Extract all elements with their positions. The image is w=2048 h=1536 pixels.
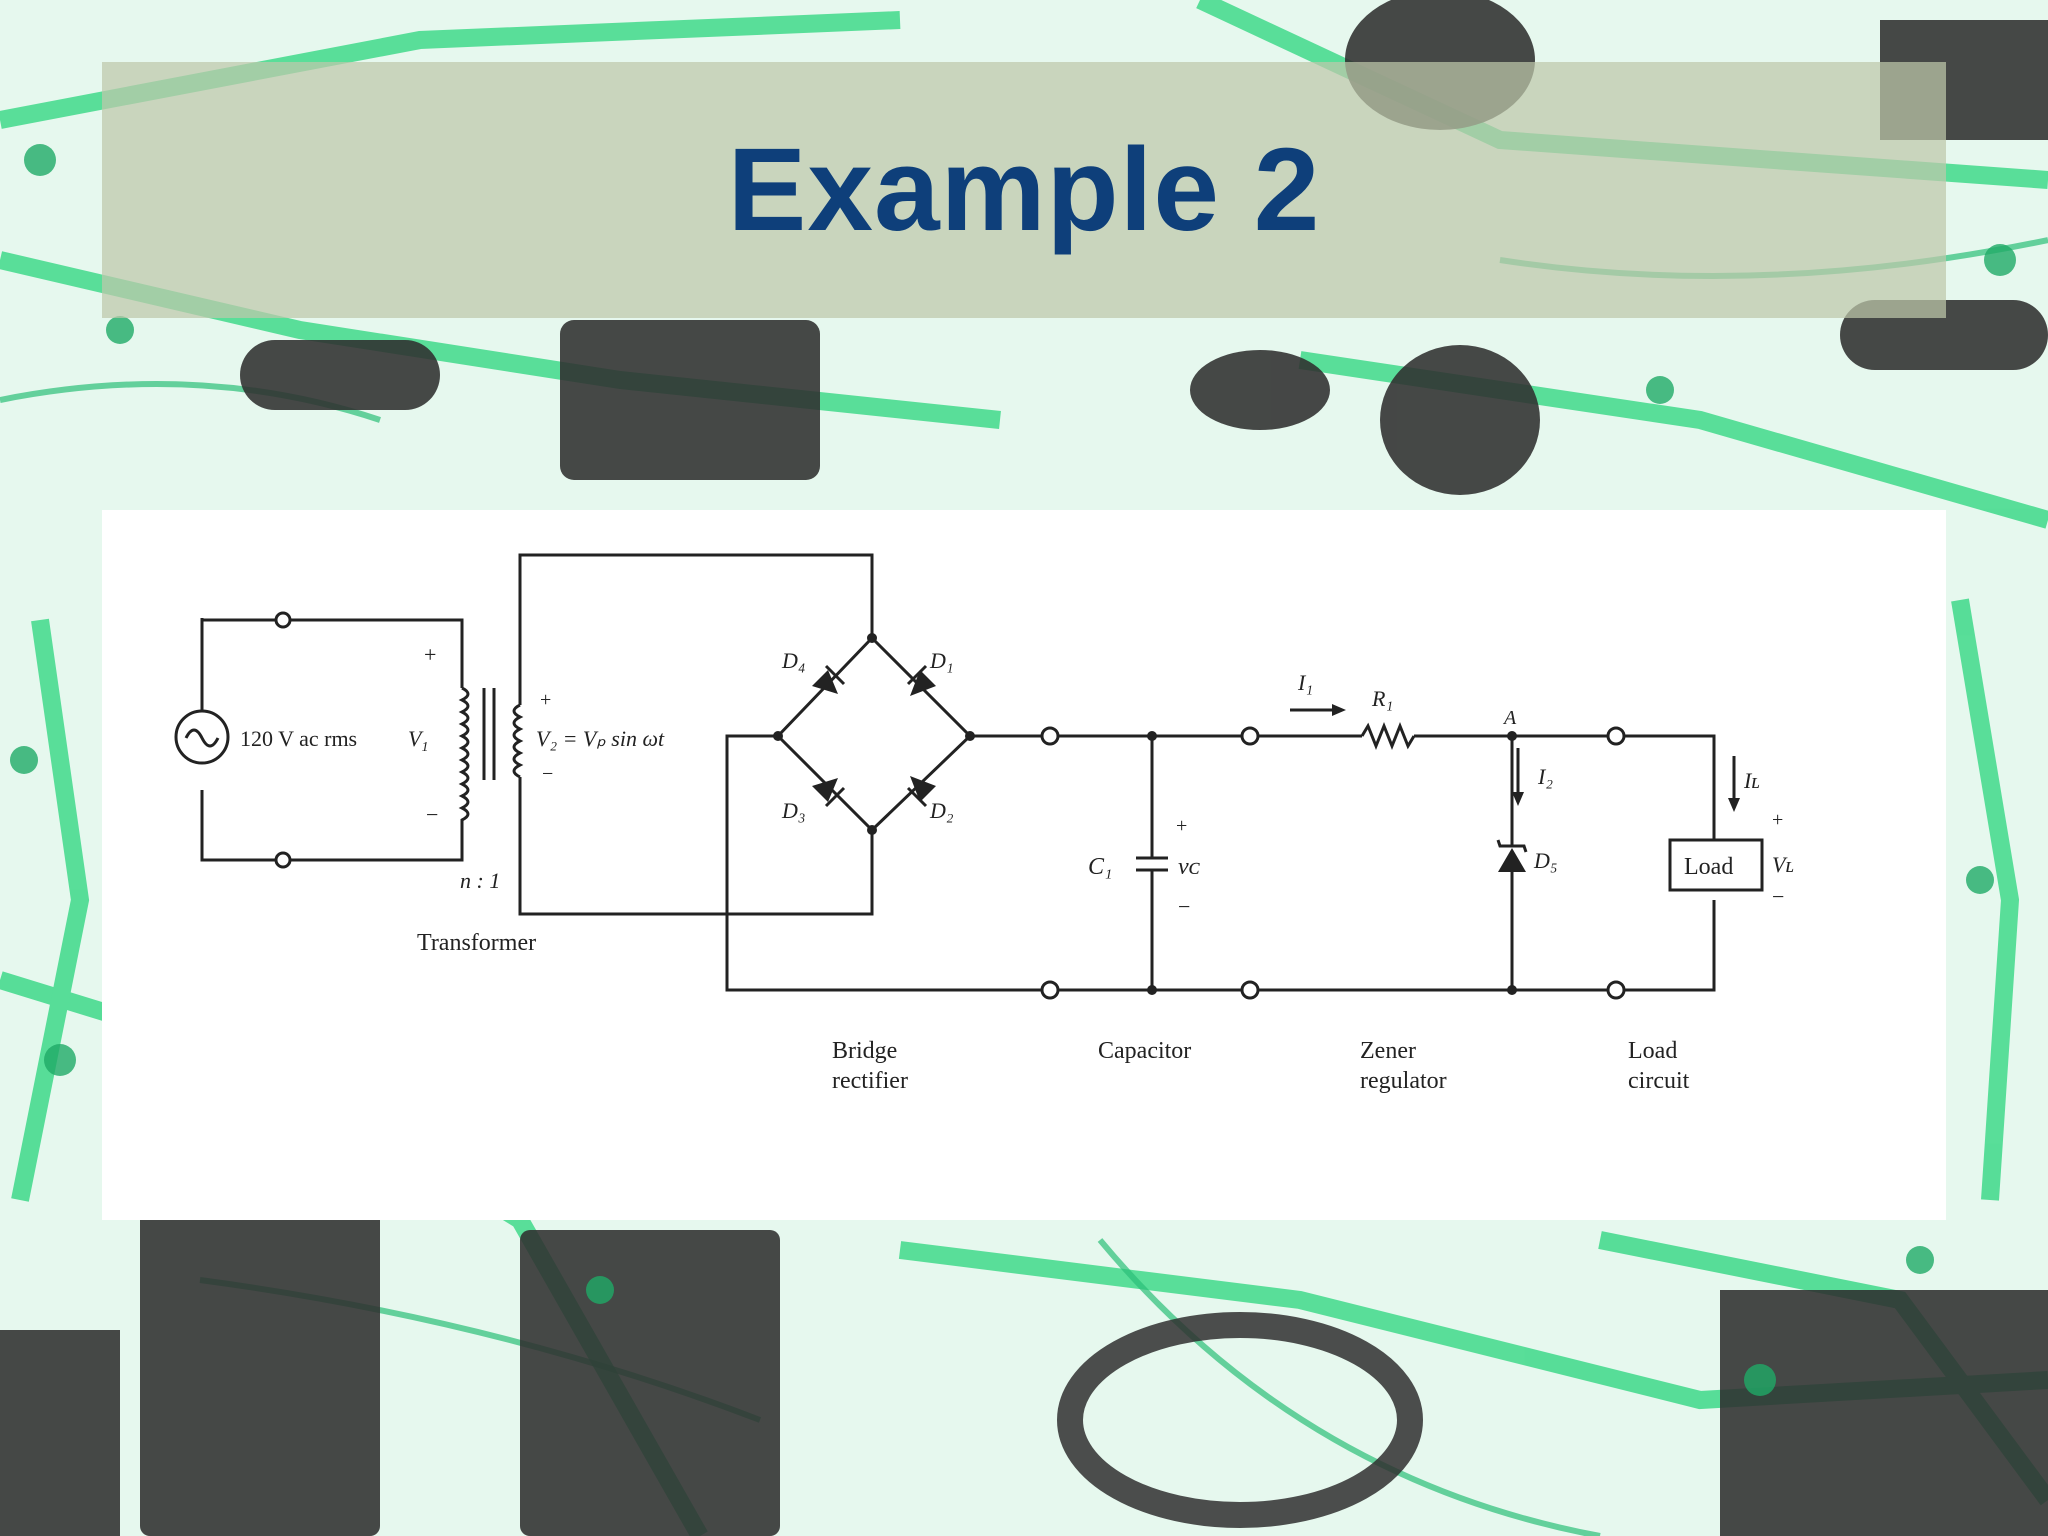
d3-label: D₃: [781, 798, 806, 823]
node-bridge-top: [867, 633, 877, 643]
c1-label: C₁: [1088, 854, 1112, 880]
wire-secondary-top: [518, 553, 874, 705]
wire-bridge-negative: [725, 734, 1716, 992]
node-bridge-bottom: [867, 825, 877, 835]
v1-label: V1: [408, 726, 428, 755]
d5-label: D₅: [1533, 848, 1558, 873]
circuit-diagram-panel: 120 V ac rms V1 + − + − V₂ = Vₚ sin ωt n…: [102, 510, 1946, 1220]
source-label: 120 V ac rms: [240, 726, 357, 751]
node-cap-bottom: [1147, 985, 1157, 995]
load-label: Load: [1684, 854, 1733, 880]
diode-d5: [1498, 848, 1526, 872]
node-a: [1507, 731, 1517, 741]
capacitor-section-label: Capacitor: [1098, 1038, 1191, 1064]
r1-label: R₁: [1371, 686, 1393, 711]
zener-label-line2: regulator: [1360, 1068, 1447, 1094]
bridge-label-line2: rectifier: [832, 1068, 908, 1094]
load-minus: −: [1772, 884, 1784, 909]
node-a-label: A: [1502, 707, 1517, 729]
primary-plus: +: [424, 642, 436, 667]
transformer-primary: [458, 686, 470, 825]
zener-label-line1: Zener: [1360, 1038, 1416, 1064]
arrowhead-i1: [1332, 704, 1346, 716]
resistor-r1: [1360, 721, 1416, 751]
load-plus: +: [1772, 809, 1783, 831]
diode-d2: [910, 776, 936, 802]
il-label: Iʟ: [1743, 768, 1760, 793]
diode-d3: [812, 778, 838, 802]
diode-d4: [812, 670, 838, 694]
terminal-load-top: [1606, 726, 1626, 746]
load-box: [1668, 838, 1764, 892]
slide-title: Example 2: [727, 124, 1321, 256]
vl-label: Vʟ: [1772, 852, 1794, 877]
node-bridge-left: [773, 731, 783, 741]
transformer-secondary: [512, 703, 524, 779]
load-section-label-line2: circuit: [1628, 1068, 1690, 1094]
i2-label: I₂: [1537, 764, 1553, 789]
vc-label: vᴄ: [1178, 854, 1201, 880]
arrowhead-il: [1728, 798, 1740, 812]
wire-load-top: [1624, 734, 1716, 840]
wire-source-top: [200, 618, 464, 688]
d1-label: D₁: [929, 648, 954, 673]
cap-minus: −: [1178, 894, 1190, 919]
secondary-minus: −: [542, 763, 553, 785]
terminal-bottom-left: [274, 851, 292, 869]
turns-ratio: n : 1: [460, 868, 500, 893]
wire-secondary-bottom: [518, 777, 874, 916]
power-supply-circuit-diagram: 120 V ac rms V1 + − + − V₂ = Vₚ sin ωt n…: [174, 553, 1794, 1094]
i1-label: I₁: [1297, 670, 1313, 695]
arrowhead-i2: [1512, 792, 1524, 806]
node-zener-bottom: [1507, 985, 1517, 995]
terminal-cap-out-top: [1240, 726, 1260, 746]
secondary-plus: +: [540, 689, 551, 711]
diode-d1: [910, 670, 936, 696]
node-cap-top: [1147, 731, 1157, 741]
title-band: [102, 62, 1946, 318]
bridge-label-line1: Bridge: [832, 1038, 897, 1064]
d2-label: D₂: [929, 798, 954, 823]
terminal-load-bottom: [1606, 980, 1626, 1000]
zener-cathode-bar: [1496, 839, 1528, 853]
cap-plus: +: [1176, 815, 1187, 837]
terminal-top-left: [274, 611, 292, 629]
terminal-cap-out-bottom: [1240, 980, 1260, 1000]
transformer-label: Transformer: [417, 930, 536, 956]
v2-expression: V₂ = Vₚ sin ωt: [536, 726, 665, 751]
terminal-bridge-out-top: [1040, 726, 1060, 746]
terminal-bridge-out-bottom: [1040, 980, 1060, 1000]
node-bridge-right: [965, 731, 975, 741]
primary-minus: −: [426, 802, 438, 827]
d4-label: D₄: [781, 648, 806, 673]
load-section-label-line1: Load: [1628, 1038, 1677, 1064]
